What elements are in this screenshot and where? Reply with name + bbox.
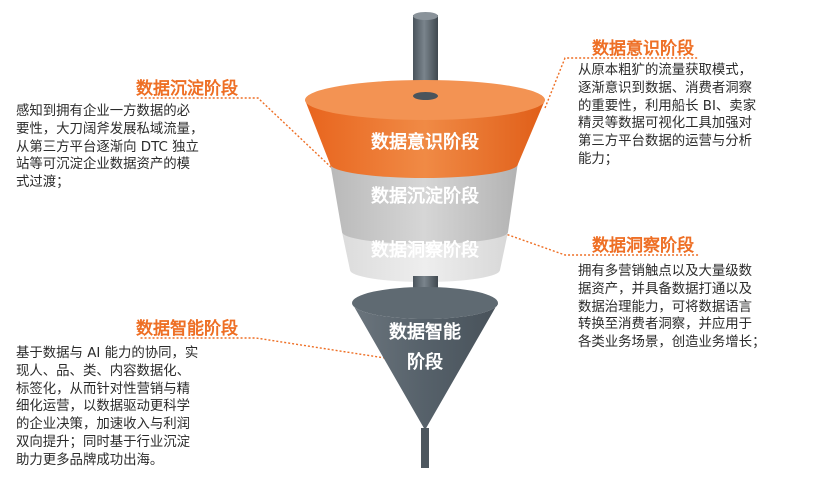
band-label-awareness: 数据意识阶段 [371, 132, 479, 153]
shaft-bottom [421, 428, 429, 468]
connector-settling [140, 97, 335, 171]
shaft-cap [413, 12, 438, 20]
cone-intelligence [352, 303, 498, 430]
heading-settling: 数据沉淀阶段 [136, 79, 238, 99]
heading-insight: 数据洞察阶段 [592, 236, 694, 256]
band-settling [330, 162, 518, 244]
heading-awareness: 数据意识阶段 [592, 39, 694, 59]
band-awareness-top [305, 80, 545, 120]
band-label-intelligence: 数据智能 阶段 [389, 322, 461, 373]
desc-insight: 拥有多营销触点以及大量级数 据资产，并具备数据打通以及 数据治理能力，可将数据语… [578, 264, 766, 351]
shaft-hole [413, 92, 438, 100]
desc-settling: 感知到拥有企业一方数据的必 要性，大刀阔斧发展私域流量， 从第三方平台逐渐向 D… [16, 104, 204, 191]
connector-awareness [544, 57, 698, 109]
connector-insight [499, 231, 700, 256]
band-insight [342, 232, 508, 282]
band-label-settling: 数据沉淀阶段 [371, 186, 479, 207]
heading-intelligence: 数据智能阶段 [136, 319, 238, 339]
desc-awareness: 从原本粗犷的流量获取模式， 逐渐意识到数据、消费者洞察 的重要性，利用船长 BI… [578, 63, 757, 167]
cone-top [352, 287, 498, 319]
band-label-insight: 数据洞察阶段 [371, 240, 479, 261]
band-awareness [305, 100, 545, 178]
desc-intelligence: 基于数据与 AI 能力的协同，实 现人、品、类、内容数据化、 标签化，从而针对性… [16, 346, 199, 468]
